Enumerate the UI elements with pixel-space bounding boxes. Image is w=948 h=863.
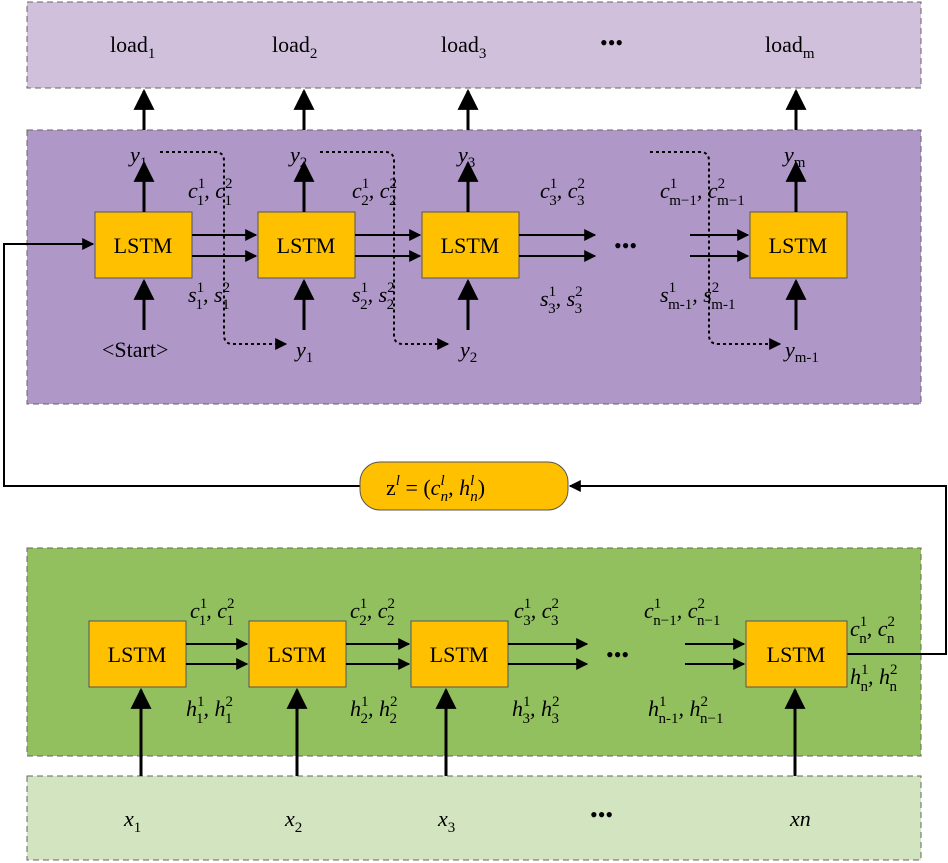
decoder-input-labels: <Start> y1 y2 ym-1: [102, 337, 819, 366]
load-labels: load1 load2 load3 ••• loadm: [110, 30, 815, 62]
latent-connection-lines: [3, 238, 947, 655]
encoder-lstm-n: [745, 620, 848, 688]
decoder-lstm-2: [257, 211, 356, 279]
encoder-lstm-cells: LSTM LSTM LSTM LSTM: [88, 620, 848, 688]
load-panel: [26, 1, 922, 89]
encoder-state-arrows: [186, 638, 746, 670]
decoder-lstm-3-label: LSTM: [441, 233, 500, 258]
input-labels: x1 x2 x3 ••• xn: [123, 802, 811, 836]
encoder-lstm-n-label: LSTM: [767, 642, 826, 667]
decoder-output-y3: y3: [456, 142, 475, 171]
encoder-lstm-1-label: LSTM: [108, 642, 167, 667]
encoder-ellipsis: •••: [606, 642, 629, 667]
input-arrows: [130, 687, 806, 776]
input-x1: x1: [123, 806, 141, 836]
load-3-label: load3: [441, 32, 486, 62]
input-panel: [26, 775, 922, 861]
encoder-lstm-1: [88, 620, 187, 688]
decoder-lstm-cells: LSTM LSTM LSTM LSTM: [94, 211, 848, 279]
decoder-input-y2: y2: [458, 337, 477, 366]
decoder-ellipsis: •••: [614, 233, 637, 258]
load-2-label: load2: [272, 32, 317, 62]
load-m-label: loadm: [765, 32, 815, 62]
decoder-output-ym: ym: [782, 142, 806, 171]
decoder-lstm-m: [749, 211, 848, 279]
output-to-load-arrows: [133, 88, 807, 130]
encoder-lstm-2-label: LSTM: [268, 642, 327, 667]
decoder-input-y1: y1: [294, 337, 313, 366]
decoder-output-labels: y1 y2 y3 ym: [128, 142, 806, 171]
latent-vector-box: [359, 461, 569, 511]
encoder-lstm-3: [410, 620, 509, 688]
start-token: <Start>: [102, 337, 168, 362]
load-1-label: load1: [110, 32, 155, 62]
decoder-input-ym-1: ym-1: [783, 337, 819, 366]
input-x3: x3: [437, 806, 455, 836]
decoder-lstm-3: [421, 211, 520, 279]
input-x2: x2: [284, 806, 302, 836]
decoder-lstm-2-label: LSTM: [277, 233, 336, 258]
encoder-lstm-3-label: LSTM: [430, 642, 489, 667]
input-ellipsis: •••: [590, 802, 613, 827]
decoder-output-y2: y2: [288, 142, 307, 171]
decoder-vertical-arrows: [133, 160, 807, 330]
feedback-dotted-paths: [160, 151, 782, 350]
decoder-lstm-m-label: LSTM: [769, 233, 828, 258]
decoder-output-y1: y1: [128, 142, 147, 171]
load-ellipsis: •••: [600, 30, 623, 55]
input-xn: xn: [789, 806, 811, 831]
encoder-lstm-2: [248, 620, 347, 688]
decoder-lstm-1: [94, 211, 193, 279]
decoder-lstm-1-label: LSTM: [114, 233, 173, 258]
